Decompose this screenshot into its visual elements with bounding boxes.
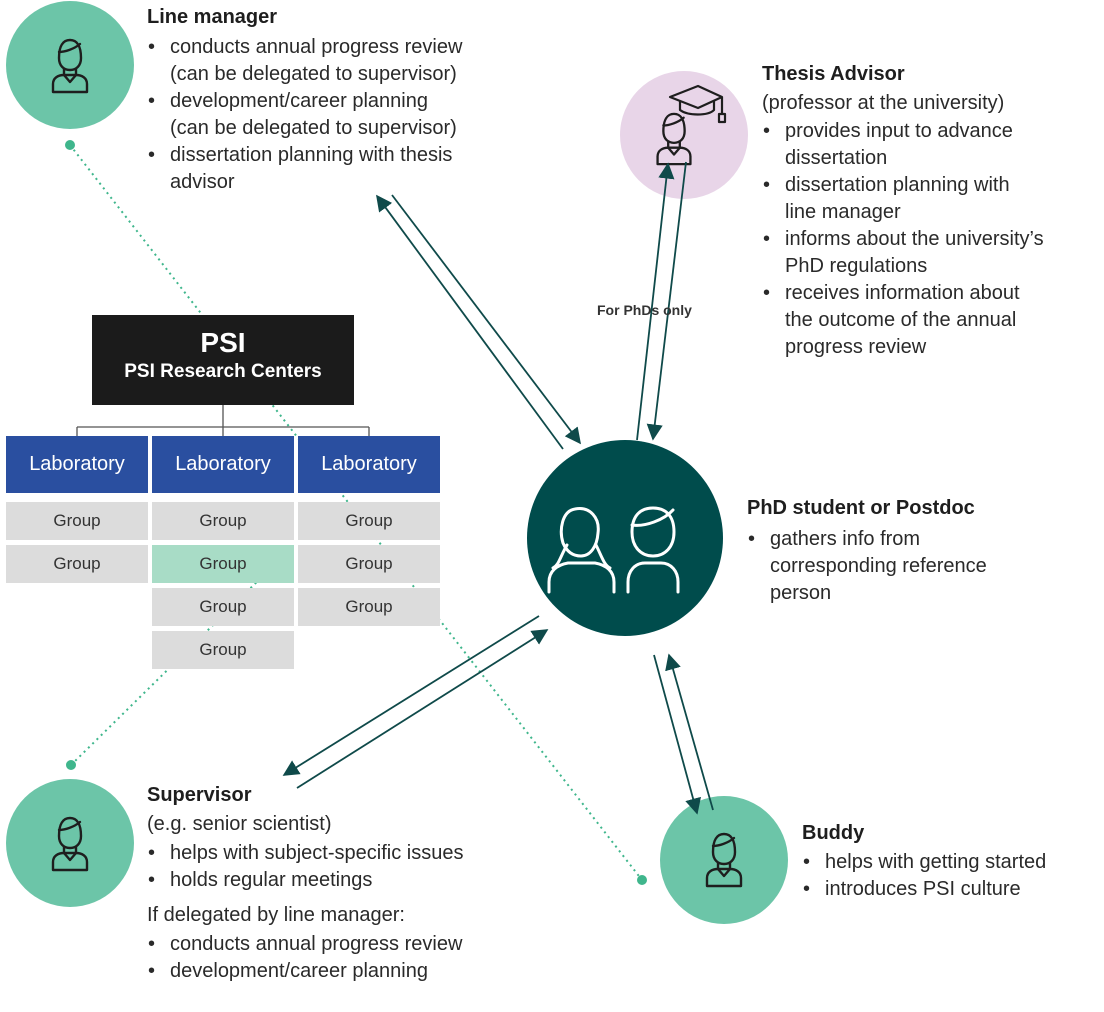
link-dot-line-manager (65, 140, 75, 150)
arrow-advisor-to-student (646, 161, 687, 441)
group-box: Group (152, 502, 294, 540)
line-manager-bullets: conducts annual progress review(can be d… (145, 34, 462, 196)
arrow-line-manager-to-student (391, 194, 581, 445)
laboratory-box: Laboratory (298, 436, 440, 493)
arrow-student-to-buddy (653, 654, 701, 815)
group-box: Group (6, 502, 148, 540)
supervisor-delegated-intro: If delegated by line manager: (147, 904, 405, 926)
supervisor-title: Supervisor (147, 784, 252, 806)
bullet-item: development/career planning (145, 958, 462, 985)
buddy-title: Buddy (802, 822, 865, 844)
line-manager-title: Line manager (147, 6, 278, 28)
bullet-item: helps with subject-specific issues (145, 840, 463, 867)
group-box-highlighted: Group (152, 545, 294, 583)
thesis-advisor-subtitle: (professor at the university) (762, 92, 1005, 114)
group-box: Group (298, 588, 440, 626)
org-head-box: PSI PSI Research Centers (92, 315, 354, 405)
buddy-circle (660, 796, 788, 924)
buddy-bullets: helps with getting startedintroduces PSI… (800, 849, 1046, 903)
thesis-advisor-title: Thesis Advisor (762, 63, 905, 85)
supervisor-circle (6, 779, 134, 907)
bullet-item: conducts annual progress review (145, 931, 462, 958)
line-manager-circle (6, 1, 134, 129)
group-box: Group (298, 502, 440, 540)
relation-arrows (282, 161, 714, 815)
graduate-cap-icon (668, 84, 727, 124)
org-subtitle: PSI Research Centers (124, 361, 322, 382)
group-box: Group (6, 545, 148, 583)
bullet-item: conducts annual progress review(can be d… (145, 34, 462, 88)
bullet-item: introduces PSI culture (800, 876, 1046, 903)
group-box: Group (152, 631, 294, 669)
supervisor-delegated-bullets: conducts annual progress reviewdevelopme… (145, 931, 462, 985)
arrow-student-to-line-manager (376, 194, 564, 450)
laboratory-box: Laboratory (152, 436, 294, 493)
supervisor-bullets: helps with subject-specific issuesholds … (145, 840, 463, 894)
bullet-item: helps with getting started (800, 849, 1046, 876)
org-name: PSI (200, 327, 246, 358)
phd-student-title: PhD student or Postdoc (747, 497, 975, 519)
arrow-supervisor-to-student (296, 629, 549, 789)
link-dot-supervisor (66, 760, 76, 770)
arrow-student-to-supervisor (282, 615, 540, 776)
thesis-advisor-bullets: provides input to advancedissertationdis… (760, 118, 1044, 361)
for-phds-only-label: For PhDs only (597, 302, 692, 318)
arrow-buddy-to-student (665, 653, 714, 811)
bullet-item: holds regular meetings (145, 867, 463, 894)
supervisor-subtitle: (e.g. senior scientist) (147, 813, 332, 835)
arrow-student-to-advisor (636, 162, 675, 441)
bullet-item: development/career planning(can be deleg… (145, 88, 462, 142)
org-tree-connectors (76, 405, 370, 436)
phd-student-circle (527, 440, 723, 636)
laboratory-box: Laboratory (6, 436, 148, 493)
link-dot-buddy (637, 875, 647, 885)
group-box: Group (152, 588, 294, 626)
two-persons-icon (547, 506, 680, 594)
group-box: Group (298, 545, 440, 583)
